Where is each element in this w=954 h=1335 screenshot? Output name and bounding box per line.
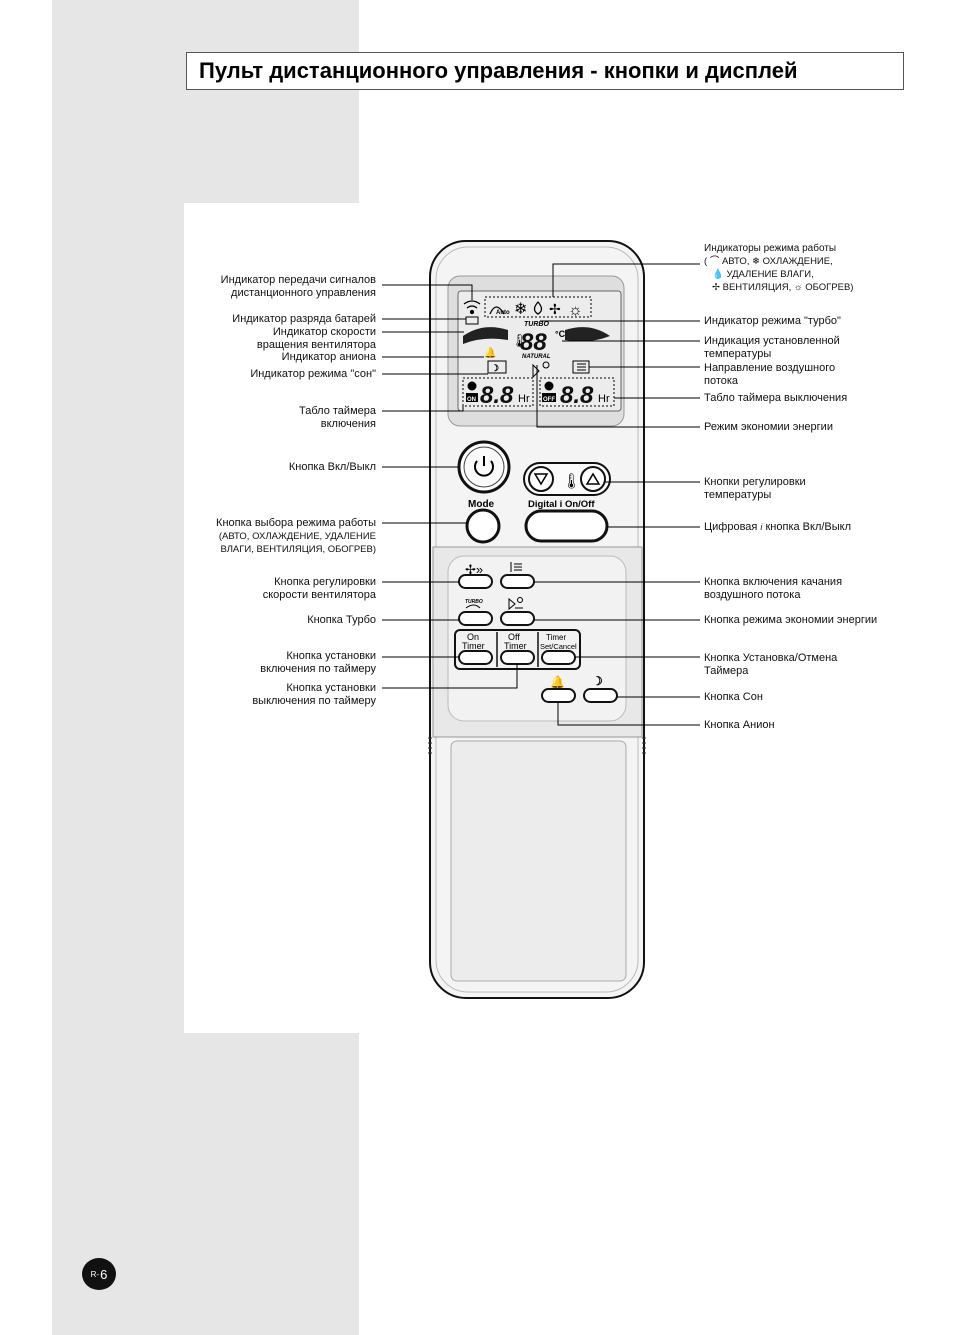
- fan-speed-right-arc: [565, 327, 610, 342]
- on-timer-digits: 8.8: [480, 382, 514, 409]
- anion-icon: 🔔: [484, 347, 496, 359]
- fan-speed-left-arc: [463, 327, 508, 344]
- svg-text:Auto: Auto: [496, 310, 510, 316]
- power-icon: [474, 456, 494, 477]
- fan-speed-icon: ✢»: [465, 562, 483, 577]
- arrow-down-icon: [533, 473, 549, 486]
- auto-mode-icon: ⌒: [709, 256, 722, 267]
- label-anion-indicator: Индикатор аниона: [281, 351, 376, 363]
- label-turbo-button: Кнопка Турбо: [307, 614, 376, 626]
- cool-mode-icon: ❄: [752, 256, 763, 267]
- on-timer-label-1: On: [467, 632, 479, 642]
- leader-lines: [382, 263, 700, 726]
- off-timer-label-2: Timer: [504, 641, 527, 651]
- page-title-text: Пульт дистанционного управления - кнопки…: [199, 58, 798, 83]
- turbo-button[interactable]: [458, 611, 493, 626]
- label-anion-button: Кнопка Анион: [704, 719, 775, 731]
- on-timer-display: [462, 377, 534, 407]
- fan-mode-icon: ✢: [712, 282, 723, 293]
- energy-saving-icon: [508, 597, 523, 611]
- energy-saving-button[interactable]: [500, 611, 535, 626]
- label-digital-button: Цифровая i кнопка Вкл/Выкл: [704, 521, 852, 533]
- fan-speed-button[interactable]: [458, 574, 493, 589]
- thermometer-icon: 🌡: [511, 333, 528, 348]
- label-sleep-indicator: Индикатор режима "сон": [250, 368, 376, 380]
- label-off-timer-display: Табло таймера выключения: [704, 392, 848, 404]
- info-i-icon: i: [760, 522, 763, 532]
- label-mode-indicators: Индикаторы режима работы ( ⌒ АВТО, ❄ ОХЛ…: [704, 243, 854, 293]
- temp-unit: °C: [555, 329, 566, 339]
- cool-mode-icon: ❄: [514, 301, 527, 318]
- digital-onoff-button[interactable]: [524, 509, 609, 543]
- off-timer-button[interactable]: [500, 650, 535, 665]
- swing-button[interactable]: [500, 574, 535, 589]
- energy-saving-icon: [532, 363, 540, 379]
- sleep-indicator-icon: [487, 360, 507, 374]
- mode-icons-frame: [484, 296, 592, 318]
- heat-mode-icon: ☼: [793, 282, 806, 293]
- remote-lower-inset: [450, 740, 627, 982]
- temp-down-button[interactable]: [528, 466, 554, 492]
- auto-mode-icon: Auto: [489, 306, 510, 316]
- label-turbo-indicator: Индикатор режима "турбо": [704, 315, 841, 327]
- battery-icon: [465, 316, 479, 325]
- label-energy-saving-mode: Режим экономии энергии: [704, 421, 833, 433]
- label-energy-saving-button: Кнопка режима экономии энергии: [704, 614, 878, 626]
- timer-setcancel-button[interactable]: [541, 650, 576, 665]
- natural-indicator: NATURAL: [522, 354, 551, 360]
- page-number-badge: R-6: [82, 1258, 116, 1290]
- turbo-indicator: TURBO: [524, 321, 549, 328]
- label-battery-indicator: Индикатор разряда батарей: [232, 313, 376, 325]
- anion-icon: 🔔: [550, 675, 565, 689]
- anion-button[interactable]: [541, 688, 576, 703]
- sleep-button[interactable]: [583, 688, 618, 703]
- sleep-icon: ☽: [592, 674, 603, 688]
- mode-button[interactable]: [465, 508, 501, 544]
- svg-text:OFF: OFF: [543, 397, 555, 403]
- off-timer-display: [539, 377, 615, 407]
- fan-mode-icon: ✢: [549, 301, 561, 317]
- clock-icon: [544, 381, 554, 391]
- dry-mode-icon: [533, 301, 543, 315]
- signal-icon: [463, 300, 481, 315]
- arrow-up-icon: [585, 472, 601, 485]
- thermometer-icon: 🌡: [562, 473, 581, 490]
- digital-button-label: Digital i On/Off: [528, 499, 595, 510]
- label-sleep-button: Кнопка Сон: [704, 691, 763, 703]
- svg-text:☽: ☽: [491, 363, 499, 373]
- label-power-button: Кнопка Вкл/Выкл: [288, 461, 376, 473]
- page-title: Пульт дистанционного управления - кнопки…: [186, 52, 904, 90]
- temp-up-button[interactable]: [580, 466, 606, 492]
- off-timer-digits: 8.8: [560, 382, 594, 409]
- heat-mode-icon: ☼: [568, 302, 583, 319]
- svg-text:ON: ON: [467, 397, 476, 403]
- label-mode-button: Кнопка выбора режима работы (АВТО, ОХЛАЖ…: [216, 517, 376, 555]
- swing-icon: [510, 562, 522, 572]
- set-temperature-digits: 88: [520, 329, 547, 356]
- svg-text:Hr: Hr: [518, 393, 530, 405]
- svg-text:Hr: Hr: [598, 393, 610, 405]
- setcancel-label-2: Set/Cancel: [540, 642, 577, 651]
- clock-icon: [467, 381, 477, 391]
- setcancel-label-1: Timer: [546, 633, 566, 642]
- turbo-icon: TURBO: [465, 599, 483, 605]
- dry-mode-icon: 💧: [712, 269, 727, 280]
- on-timer-button[interactable]: [458, 650, 493, 665]
- on-timer-label-2: Timer: [462, 641, 485, 651]
- mode-button-label: Mode: [468, 499, 495, 510]
- off-timer-label-1: Off: [508, 632, 520, 642]
